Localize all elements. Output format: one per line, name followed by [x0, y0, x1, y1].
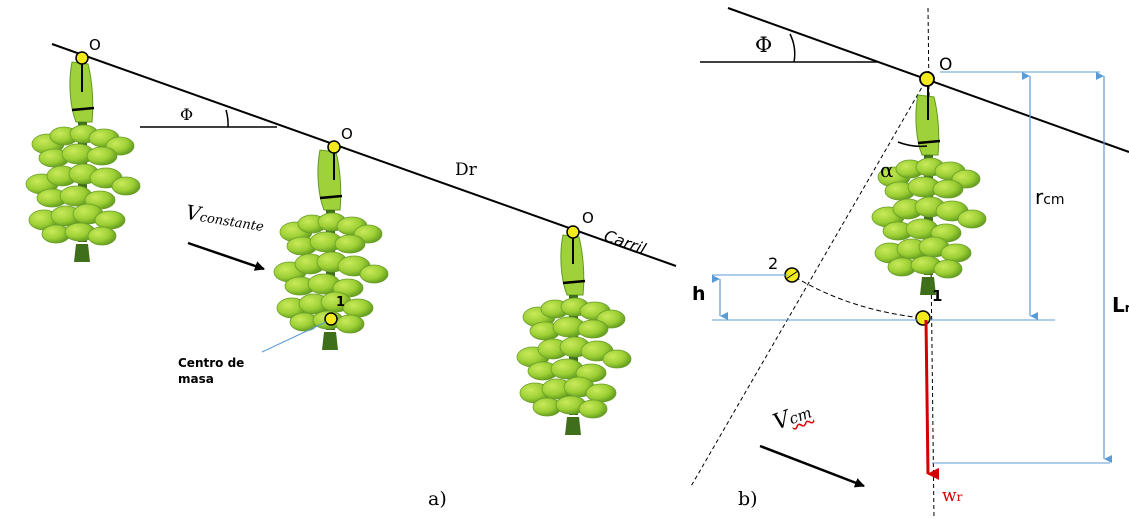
- pivot-joint-3: [566, 225, 580, 239]
- pivot-label-a1: O: [89, 36, 101, 54]
- angle-label-b: Φ: [755, 33, 773, 57]
- pivot-joint-1: [75, 51, 89, 65]
- pivot-label-b: O: [939, 55, 953, 75]
- panel-b: [689, 7, 1129, 519]
- angle-arc-a: [225, 109, 229, 128]
- alpha-arc: [897, 141, 928, 148]
- pivot-label-a3: O: [582, 209, 594, 227]
- point-1-label: 1: [932, 287, 943, 305]
- weight-label: wr: [942, 486, 963, 506]
- distance-label: Dr: [455, 160, 477, 180]
- banana-bunch-3: [515, 233, 633, 437]
- point-1: [915, 310, 931, 326]
- angle-label-a: Φ: [180, 105, 194, 124]
- caption-a: a): [428, 488, 447, 510]
- center-of-mass-point: [324, 312, 338, 326]
- panel-a: [24, 43, 677, 437]
- angle-arc-b: [789, 33, 796, 63]
- pivot-joint-2: [327, 140, 341, 154]
- pivot-label-a2: O: [341, 125, 353, 143]
- center-of-mass-label-1: Centro de: [178, 356, 245, 370]
- point-2-label: 2: [768, 254, 779, 273]
- caption-b: b): [738, 488, 758, 510]
- center-of-mass-label-2: masa: [178, 372, 214, 386]
- velocity-arrow-b: [759, 444, 865, 488]
- swing-arc-dashed: [794, 276, 923, 319]
- center-of-mass-leader: [261, 321, 327, 353]
- point-label-a: 1: [336, 295, 346, 310]
- point-2-mark: [785, 270, 799, 280]
- length-label: Lr: [1112, 293, 1129, 317]
- banana-bunch-b: [870, 93, 988, 297]
- velocity-arrow-a: [187, 241, 265, 271]
- height-label: h: [692, 283, 706, 305]
- weight-arrow: [924, 319, 940, 480]
- rcm-label: rcm: [1035, 185, 1065, 209]
- pivot-joint-b: [919, 71, 935, 87]
- tilted-axis-dashed: [689, 81, 926, 489]
- alpha-label: α: [880, 158, 894, 182]
